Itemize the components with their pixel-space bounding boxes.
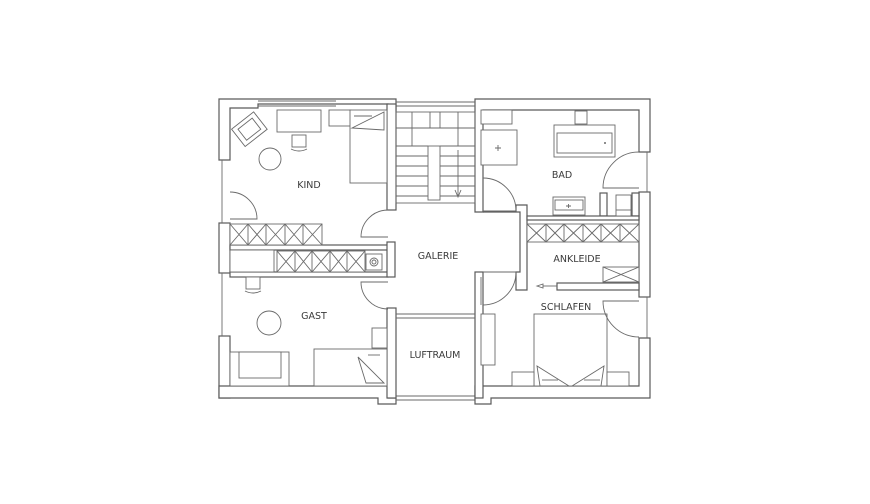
room-labels: KIND GALERIE BAD ANKLEIDE GAST SCHLAFEN …	[297, 170, 600, 361]
kind-furniture	[229, 109, 389, 238]
label-gast: GAST	[301, 311, 327, 322]
label-luftraum: LUFTRAUM	[410, 350, 461, 361]
bad-furniture	[480, 109, 640, 217]
gast-furniture	[229, 276, 389, 387]
ankleide-closets	[526, 223, 640, 289]
label-ankleide: ANKLEIDE	[553, 254, 600, 265]
galerie-doors	[480, 271, 517, 306]
label-schlafen: SCHLAFEN	[541, 302, 591, 313]
outer-walls	[218, 98, 651, 405]
schlafen-furniture	[480, 300, 640, 387]
label-bad: BAD	[552, 170, 572, 181]
label-kind: KIND	[297, 180, 320, 191]
staircase	[395, 111, 476, 204]
closets-left	[229, 223, 383, 273]
label-galerie: GALERIE	[418, 251, 459, 262]
